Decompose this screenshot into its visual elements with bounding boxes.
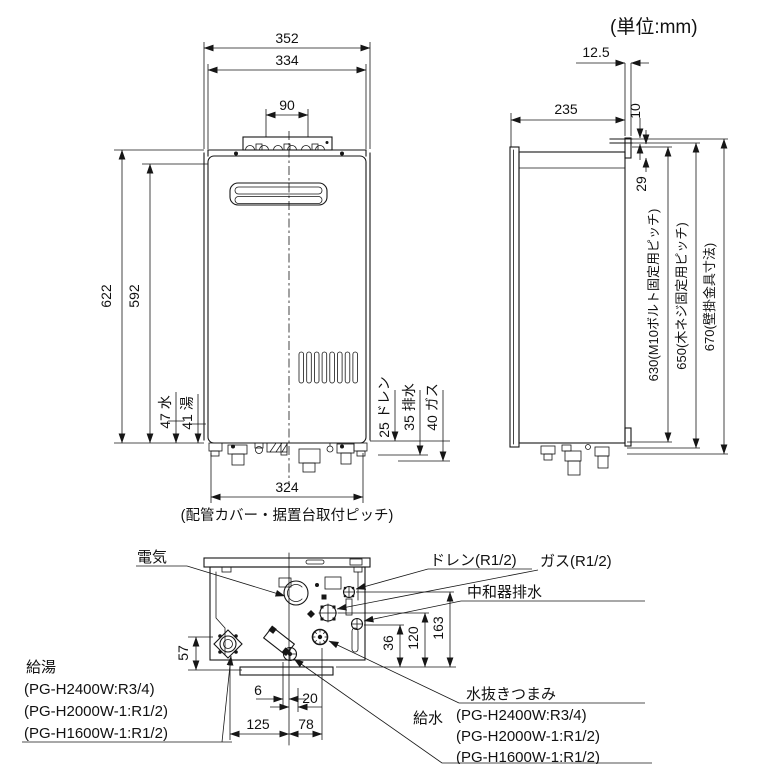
- dim-235: 235: [554, 101, 578, 117]
- bottom-body: [203, 557, 371, 676]
- water-model-2: (PG-H2000W-1:R1/2): [456, 728, 600, 745]
- drain-fitting: [342, 585, 356, 616]
- side-body: [509, 137, 633, 476]
- base-strip: [239, 666, 334, 676]
- label-gas: ガス(R1/2): [540, 553, 612, 570]
- dim-10: 10: [627, 103, 643, 119]
- wall-bracket-top: [624, 137, 632, 159]
- wall-flange: [203, 557, 371, 568]
- bottom-leaders: 電気 ドレン(R1/2) ガス(R1/2) 中和器排水 水抜きつまみ 給水 (P…: [22, 549, 652, 764]
- dim-36: 36: [380, 635, 396, 651]
- neutralizer-drain-fitting: [350, 617, 364, 631]
- gas-fitting: [307, 594, 338, 623]
- side-case: [518, 151, 626, 444]
- dim-6: 6: [254, 682, 262, 698]
- water-model-3: (PG-H1600W-1:R1/2): [456, 749, 600, 764]
- exhaust-vent: [229, 182, 328, 206]
- front-view: 352 334 90 622 592 47 水 41 湯 25 ドレン 35 排…: [98, 30, 450, 524]
- bottom-fittings: [208, 442, 368, 473]
- dim-622: 622: [98, 284, 114, 308]
- wall-bracket-bottom: [624, 427, 632, 447]
- dim-78: 78: [298, 716, 314, 732]
- side-dimensions: 12.5 235 10 29 630(M10ボルト固定用ピッチ) 650(木ネジ…: [510, 44, 728, 455]
- dim-334: 334: [275, 52, 299, 68]
- hot-model-1: (PG-H2400W:R3/4): [24, 681, 155, 698]
- front-body: [203, 131, 371, 485]
- stub-water: 47 水: [157, 395, 173, 428]
- stub-waste: 35 排水: [401, 383, 417, 430]
- dim-125: 125: [246, 716, 270, 732]
- front-case: [207, 155, 367, 444]
- drain-plug-knob: [311, 628, 329, 646]
- dim-352: 352: [275, 30, 299, 46]
- dim-592: 592: [126, 284, 142, 308]
- dim-670-bracket: 670(壁掛金具寸法): [702, 243, 717, 351]
- dim-650-screw-pitch: 650(木ネジ固定用ピッチ): [674, 222, 689, 369]
- dim-12-5: 12.5: [582, 44, 609, 60]
- bottom-pitch-note: (配管カバー・据置台取付ピッチ): [181, 507, 394, 524]
- front-trim-bar: [509, 146, 520, 448]
- dim-20: 20: [302, 690, 318, 706]
- dim-90: 90: [279, 97, 295, 113]
- bottom-view: 電気 ドレン(R1/2) ガス(R1/2) 中和器排水 水抜きつまみ 給水 (P…: [22, 549, 652, 764]
- stub-hot: 41 湯: [179, 396, 195, 429]
- units-note: (単位:mm): [610, 16, 698, 38]
- bottom-dimensions: 57 36 120 163 6 20 125 78: [175, 552, 456, 746]
- hot-model-2: (PG-H2000W-1:R1/2): [24, 703, 168, 720]
- stub-gas: 40 ガス: [424, 383, 440, 430]
- stub-drain: 25 ドレン: [376, 376, 392, 437]
- label-hot-water: 給湯: [26, 659, 56, 676]
- dim-120: 120: [405, 626, 421, 650]
- dim-57: 57: [175, 645, 191, 661]
- label-drain: ドレン(R1/2): [430, 552, 517, 569]
- electric-port: [283, 580, 309, 606]
- hot-water-fitting: [213, 629, 243, 659]
- hot-model-3: (PG-H1600W-1:R1/2): [24, 725, 168, 742]
- dim-29: 29: [633, 176, 649, 192]
- dim-630-bolt-pitch: 630(M10ボルト固定用ピッチ): [646, 209, 661, 382]
- label-drain-plug: 水抜きつまみ: [466, 686, 556, 703]
- dim-324: 324: [275, 479, 299, 495]
- side-view: 12.5 235 10 29 630(M10ボルト固定用ピッチ) 650(木ネジ…: [509, 44, 728, 476]
- label-neutralizer-drain: 中和器排水: [467, 584, 542, 601]
- side-pipes: [540, 444, 610, 476]
- water-model-1: (PG-H2400W:R3/4): [456, 707, 587, 724]
- label-water-inlet: 給水: [413, 710, 443, 727]
- bottom-case: [209, 566, 366, 661]
- front-dimensions: 352 334 90 622 592 47 水 41 湯 25 ドレン 35 排…: [98, 30, 450, 524]
- label-electric: 電気: [137, 549, 167, 566]
- louver-slots: [298, 351, 358, 384]
- water-inlet-fitting: [262, 625, 298, 662]
- dim-163: 163: [430, 616, 446, 640]
